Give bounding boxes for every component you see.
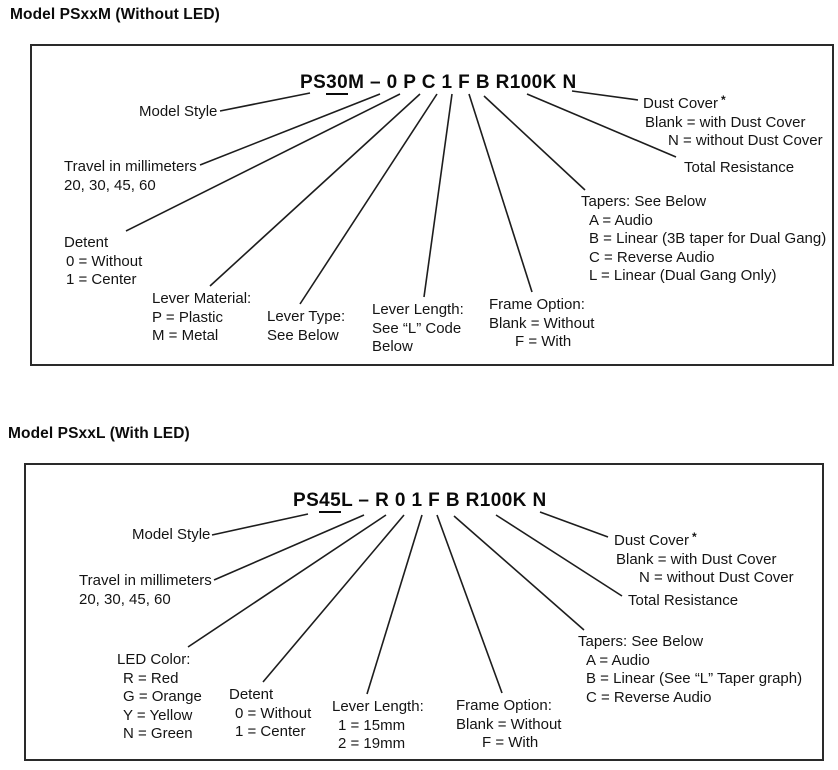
leader-detent: [125, 93, 401, 232]
part-number-travel-digits: 30: [326, 72, 349, 95]
part-number-diagram-psxxm: PS30M – 0 P C 1 F B R100K N Model Style …: [30, 44, 834, 366]
leader-led-color: [187, 514, 387, 648]
callout-detent: Detent 0 = Without 1 = Center: [64, 234, 143, 288]
callout-lever-length: Lever Length: See “L” Code Below: [372, 301, 464, 355]
callout-travel: Travel in millimeters 20, 30, 45, 60: [79, 572, 212, 608]
callout-lever-type: Lever Type: See Below: [267, 308, 346, 344]
part-number-rest: L – R 0 1 F B R100K N: [341, 490, 547, 511]
callout-led-color: LED Color: R = Red G = Orange Y = Yellow…: [117, 651, 202, 742]
leader-detent: [262, 514, 405, 683]
leader-tapers: [483, 95, 586, 191]
section-heading-psxxl: Model PSxxL (With LED): [8, 425, 190, 442]
callout-total-resistance: Total Resistance: [684, 159, 795, 176]
leader-frame-option: [468, 93, 533, 293]
section-heading-psxxm: Model PSxxM (Without LED): [10, 6, 220, 23]
callout-detent: Detent 0 = Without 1 = Center: [229, 686, 312, 740]
leader-travel: [213, 514, 365, 581]
leader-lines: [125, 90, 677, 305]
part-number-prefix: PS: [300, 72, 327, 93]
leader-lever-material: [209, 93, 421, 287]
callout-travel: Travel in millimeters 20, 30, 45, 60: [64, 158, 197, 194]
callout-tapers: Tapers: See Below A = Audio B = Linear (…: [578, 633, 803, 706]
leader-dust-cover: [571, 90, 639, 101]
leader-lever-length: [366, 514, 423, 695]
dust-cover-asterisk: *: [721, 93, 726, 107]
part-number-diagram-psxxl: PS45L – R 0 1 F B R100K N Model Style Tr…: [24, 463, 824, 761]
part-number: PS30M – 0 P C 1 F B R100K N: [300, 72, 577, 95]
callout-lever-material: Lever Material: P = Plastic M = Metal: [152, 290, 252, 344]
leader-lines: [187, 511, 623, 695]
leader-model-style: [211, 513, 309, 536]
callout-lever-length: Lever Length: 1 = 15mm 2 = 19mm: [332, 698, 424, 752]
leader-total-resistance: [495, 514, 623, 597]
callout-frame-option: Frame Option: Blank = Without F = With: [489, 296, 595, 350]
callout-tapers: Tapers: See Below A = Audio B = Linear (…: [581, 193, 827, 284]
dust-cover-asterisk: *: [692, 530, 697, 544]
callout-dust-cover: Dust Cover* Blank = with Dust Cover N = …: [614, 530, 794, 586]
leader-travel: [199, 93, 381, 166]
part-number-prefix: PS: [293, 490, 320, 511]
part-number-travel-digits: 45: [319, 490, 342, 513]
leader-lever-length: [423, 93, 453, 298]
leader-lever-type: [299, 93, 438, 305]
leader-tapers: [453, 515, 585, 631]
part-number: PS45L – R 0 1 F B R100K N: [293, 490, 547, 513]
leader-frame-option: [436, 514, 503, 694]
callout-dust-cover: Dust Cover* Blank = with Dust Cover N = …: [643, 93, 823, 149]
callout-frame-option: Frame Option: Blank = Without F = With: [456, 697, 562, 751]
callout-model-style: Model Style: [139, 103, 218, 120]
leader-model-style: [219, 92, 311, 112]
leader-total-resistance: [526, 93, 677, 158]
callout-model-style: Model Style: [132, 526, 211, 543]
callout-total-resistance: Total Resistance: [628, 592, 739, 609]
part-number-rest: M – 0 P C 1 F B R100K N: [348, 72, 577, 93]
leader-dust-cover: [539, 511, 609, 538]
